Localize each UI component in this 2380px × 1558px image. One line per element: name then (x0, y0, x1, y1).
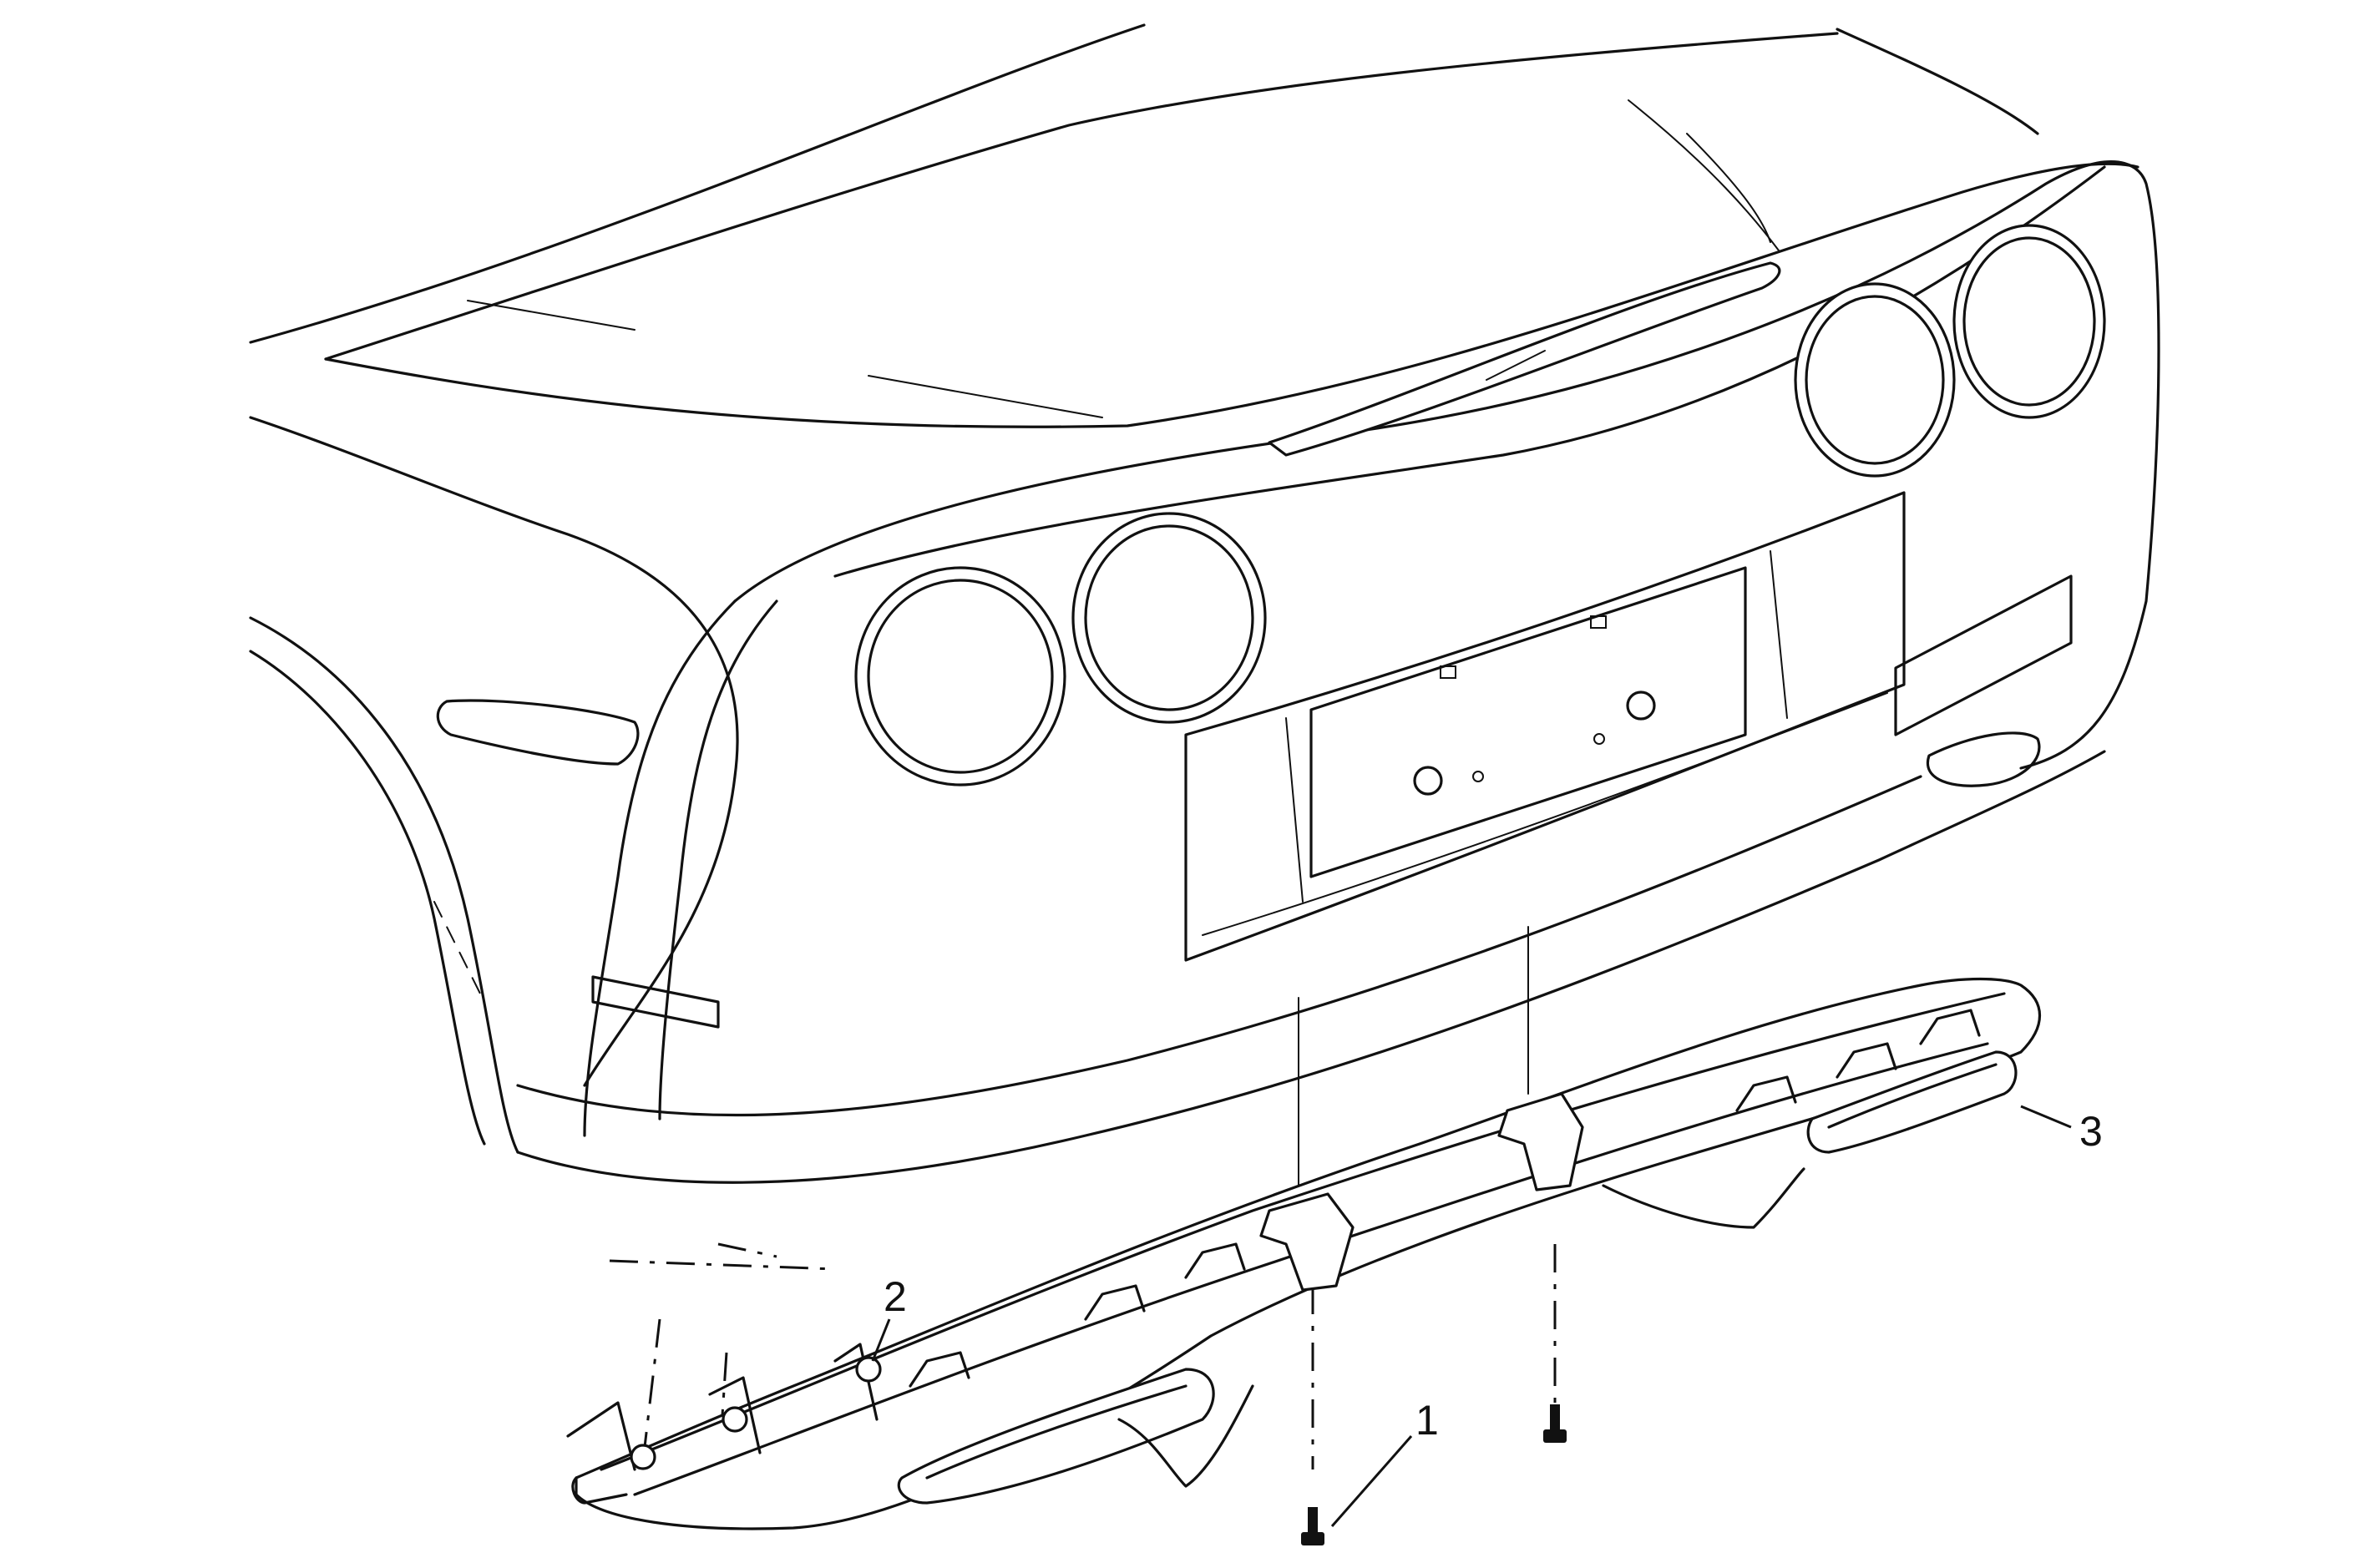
callout-2-label: 2 (884, 1273, 907, 1320)
bracket-right (1497, 1092, 1584, 1191)
bolt-right-shank (1550, 1404, 1560, 1431)
fascia-side-wall (583, 599, 737, 1137)
nut-clip-flap-2 (708, 1376, 762, 1454)
diffuser-fin-center (1602, 1167, 1805, 1229)
callouts: 1 2 3 (871, 1105, 2103, 1527)
side-marker-light (436, 699, 640, 766)
diffuser-fin-left (1117, 1384, 1254, 1488)
vehicle-rear-body (249, 23, 2160, 1184)
rear-fascia-outline (733, 160, 2160, 770)
tail-lamp-outer-left-ring (867, 579, 1054, 774)
tail-lamp-inner-right-ring (1805, 295, 1945, 465)
mount-tab-row (909, 1009, 1981, 1388)
fasteners (630, 1356, 1567, 1545)
nut-clip-flap-3 (833, 1343, 879, 1421)
fascia-side-wall-2 (658, 599, 778, 1120)
hatch-line-2 (1686, 133, 1771, 243)
bolt-left (1301, 1507, 1324, 1545)
right-exhaust-opening (1926, 731, 2041, 787)
align-line-nut-1 (641, 1318, 661, 1462)
roof-line-right (1836, 28, 2039, 135)
valance-upper-lip (600, 992, 2006, 1471)
fascia-corner-box (591, 975, 720, 1029)
plate-hole-right (1593, 733, 1605, 745)
recess-divider-left (1285, 717, 1304, 903)
tail-lamp-outer-left (854, 566, 1066, 787)
align-line-nuts-corner (609, 1242, 836, 1271)
deck-crease (324, 162, 2139, 428)
plate-stud-right (1626, 690, 1656, 721)
nut-2 (722, 1406, 748, 1433)
lower-valance-assembly (566, 977, 2041, 1530)
rear-quarter-outline (249, 416, 739, 1087)
fender-arch-outer (249, 616, 519, 1154)
leader-2 (871, 1318, 891, 1362)
left-tail-lamps (854, 512, 1267, 787)
nuts-group (630, 1356, 882, 1470)
leader-3 (2020, 1105, 2072, 1129)
bolt-left-head (1301, 1532, 1324, 1545)
nut-3 (855, 1356, 882, 1383)
fascia-lower-edge (516, 750, 2106, 1184)
rear-reflector-right (1894, 574, 2073, 736)
deck-highlight-1 (467, 300, 636, 331)
roof-line-left (249, 23, 1146, 344)
tail-lamp-inner-left (1071, 512, 1267, 724)
nut-1 (630, 1444, 656, 1470)
callout-1-label: 1 (1415, 1397, 1439, 1444)
tail-lamp-inner-left-ring (1084, 524, 1254, 711)
center-high-mount-lamp (1268, 261, 1781, 457)
fender-dash (433, 901, 485, 1003)
fascia-body-line (516, 775, 1922, 1117)
bolt-left-shank (1308, 1507, 1318, 1534)
tail-lamp-outer-right (1952, 224, 2106, 419)
right-tail-lamps (1794, 224, 2106, 478)
cmhsl-detail (1486, 350, 1546, 381)
deck-lid-edge (324, 32, 1839, 361)
deck-highlight-2 (868, 375, 1103, 418)
fender-arch-inner (249, 650, 486, 1146)
leader-1 (1330, 1435, 1413, 1527)
right-exhaust-cutout (1806, 1050, 2018, 1154)
left-exhaust-inner (925, 1384, 1187, 1480)
hatch-line (1628, 99, 1780, 251)
plate-hole-left (1472, 771, 1484, 782)
plate-clip-2 (1440, 665, 1456, 679)
tail-lamp-outer-right-ring (1962, 236, 2096, 407)
license-recess-outline (1184, 491, 1906, 962)
recess-divider-right (1770, 550, 1788, 719)
valance-mid-line (633, 1042, 1989, 1496)
right-exhaust-inner (1827, 1063, 1998, 1129)
bolt-right (1543, 1404, 1567, 1443)
bracket-left (1259, 1192, 1355, 1292)
bolt-right-head (1543, 1429, 1567, 1443)
plate-clip-1 (1590, 615, 1607, 629)
tail-lamp-inner-right (1794, 282, 1956, 478)
license-plate-area (1309, 566, 1747, 878)
recess-lower-curve (1202, 692, 1888, 936)
fascia-top-band (833, 165, 2106, 578)
plate-stud-left (1413, 766, 1443, 796)
callout-3-label: 3 (2079, 1108, 2103, 1155)
nut-clip-flap-1 (566, 1401, 636, 1471)
valance-left-end (571, 1476, 628, 1505)
